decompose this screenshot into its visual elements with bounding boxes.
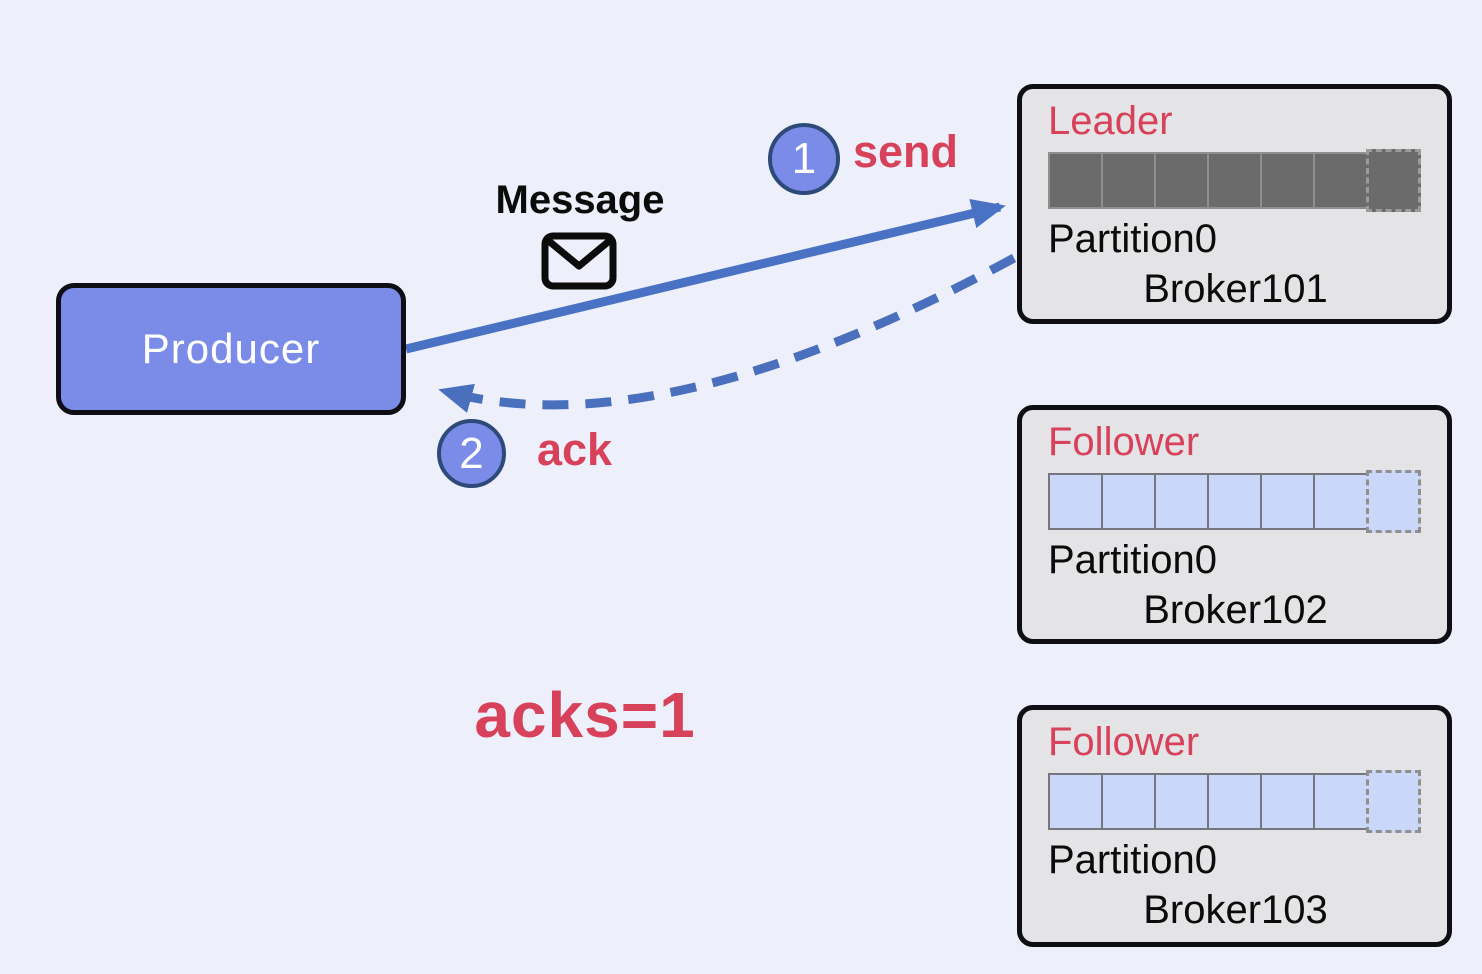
message-label: Message xyxy=(495,178,665,222)
envelope-icon xyxy=(541,232,617,290)
log-cell xyxy=(1048,772,1103,830)
log-cell xyxy=(1101,772,1156,830)
step-badge-1: 1 xyxy=(768,123,840,195)
log-cell xyxy=(1101,472,1156,530)
log-cell xyxy=(1207,772,1262,830)
log-cell xyxy=(1313,151,1368,209)
producer-box: Producer xyxy=(56,283,406,415)
partition-label: Partition0 xyxy=(1048,217,1217,261)
broker-name: Broker101 xyxy=(1143,267,1328,311)
partition-cells xyxy=(1048,148,1423,212)
broker-role-label: Follower xyxy=(1048,420,1200,464)
partition-label: Partition0 xyxy=(1048,838,1217,882)
log-cell xyxy=(1313,772,1368,830)
log-cell xyxy=(1260,151,1315,209)
log-cell xyxy=(1260,772,1315,830)
broker-name: Broker102 xyxy=(1143,588,1328,632)
pending-log-cell xyxy=(1366,769,1421,833)
log-cell xyxy=(1048,151,1103,209)
producer-label: Producer xyxy=(141,325,321,372)
log-cell xyxy=(1313,472,1368,530)
broker-name: Broker103 xyxy=(1143,888,1328,932)
log-cell xyxy=(1207,151,1262,209)
log-cell xyxy=(1154,472,1209,530)
partition-cells xyxy=(1048,769,1423,833)
log-cell xyxy=(1048,472,1103,530)
log-cell xyxy=(1101,151,1156,209)
log-cell xyxy=(1260,472,1315,530)
send-arrow xyxy=(404,198,1006,354)
broker-role-label: Follower xyxy=(1048,720,1200,764)
ack-label: ack xyxy=(537,424,613,475)
step-number: 2 xyxy=(459,428,484,478)
pending-log-cell xyxy=(1366,469,1421,533)
log-cell xyxy=(1207,472,1262,530)
log-cell xyxy=(1154,772,1209,830)
log-cell xyxy=(1154,151,1209,209)
send-label: send xyxy=(853,126,959,177)
acks-caption: acks=1 xyxy=(474,679,696,751)
ack-arrow xyxy=(438,254,1017,413)
partition-cells xyxy=(1048,469,1423,533)
broker-role-label: Leader xyxy=(1048,99,1173,143)
partition-label: Partition0 xyxy=(1048,538,1217,582)
pending-log-cell xyxy=(1366,148,1421,212)
step-badge-2: 2 xyxy=(437,419,506,488)
step-number: 1 xyxy=(791,134,817,183)
